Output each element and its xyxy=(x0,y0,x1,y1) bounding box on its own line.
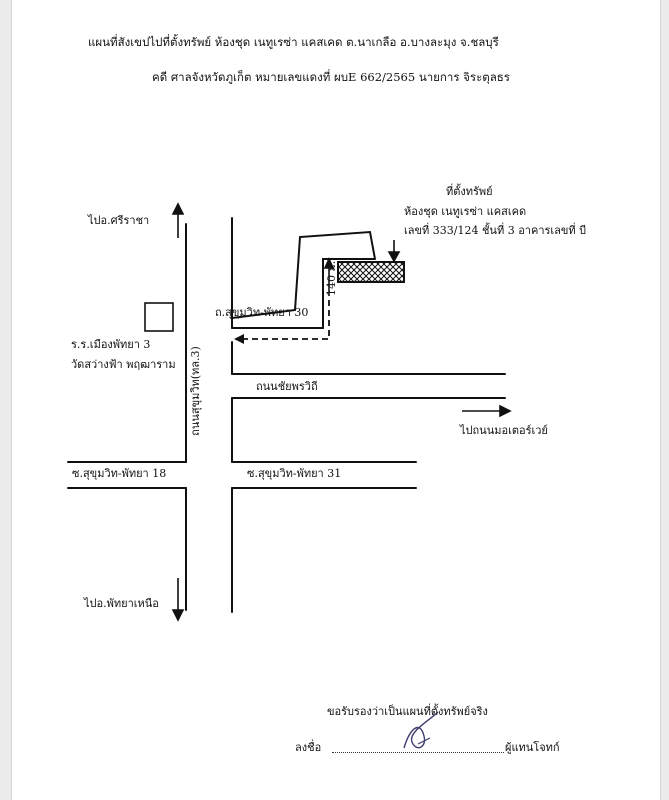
arrow-right-icon xyxy=(499,404,512,418)
school-label: ร.ร.เมืองพัทยา 3 xyxy=(71,338,151,351)
temple-label: วัดสว่างฟ้า พฤฒาราม xyxy=(71,358,176,371)
signature-line xyxy=(332,752,504,753)
arrow-down-icon xyxy=(171,609,185,622)
arrow-up-icon xyxy=(171,202,185,215)
certification-text: ขอรับรองว่าเป็นแผนที่ตั้งทรัพย์จริง xyxy=(327,705,488,718)
document-page xyxy=(11,0,661,800)
signature-label: ลงชื่อ xyxy=(295,741,322,754)
soi-31-road xyxy=(231,461,417,489)
signature-scribble xyxy=(403,711,439,749)
property-lane xyxy=(231,230,376,329)
property-building xyxy=(337,261,405,283)
case-reference: คดี ศาลจังหวัดภูเก็ต หมายเลขแดงที่ ผบE 6… xyxy=(152,70,510,84)
document-title: แผนที่สังเขปไปที่ตั้งทรัพย์ ห้องชุด เนทู… xyxy=(88,35,499,49)
sukhumvit-road-label: ถนนสุขุมวิท(ทล.3) xyxy=(188,346,202,436)
to-motorway-label: ไปถนนมอเตอร์เวย์ xyxy=(460,424,548,437)
route-dashed-line xyxy=(244,300,330,340)
route-arrow-left-icon xyxy=(234,334,244,344)
soi-18-road xyxy=(67,461,187,489)
chaiyaphruek-road xyxy=(231,373,506,399)
property-address: เลขที่ 333/124 ชั้นที่ 3 อาคารเลขที่ บี xyxy=(404,224,587,237)
property-heading: ที่ตั้งทรัพย์ xyxy=(446,185,493,198)
soi-31-label: ซ.สุขุมวิท-พัทยา 31 xyxy=(247,467,342,480)
route-arrow-up-icon xyxy=(323,257,335,269)
property-name: ห้องชุด เนทูเรซ่า แคสเคด xyxy=(404,205,527,218)
chaiyaphruek-label: ถนนชัยพรวิถี xyxy=(256,380,318,393)
to-sriracha-label: ไปอ.ศรีราชา xyxy=(88,214,150,227)
soi-30-label: ถ.สุขุมวิท-พัทยา 30 xyxy=(215,306,309,319)
property-pointer-icon xyxy=(387,251,401,263)
distance-label: 140 ม. xyxy=(325,260,338,296)
school-building xyxy=(144,302,174,332)
signer-role: ผู้แทนโจทก์ xyxy=(505,741,560,754)
to-north-pattaya-label: ไปอ.พัทยาเหนือ xyxy=(84,597,159,610)
soi-18-label: ซ.สุขุมวิท-พัทยา 18 xyxy=(72,467,167,480)
